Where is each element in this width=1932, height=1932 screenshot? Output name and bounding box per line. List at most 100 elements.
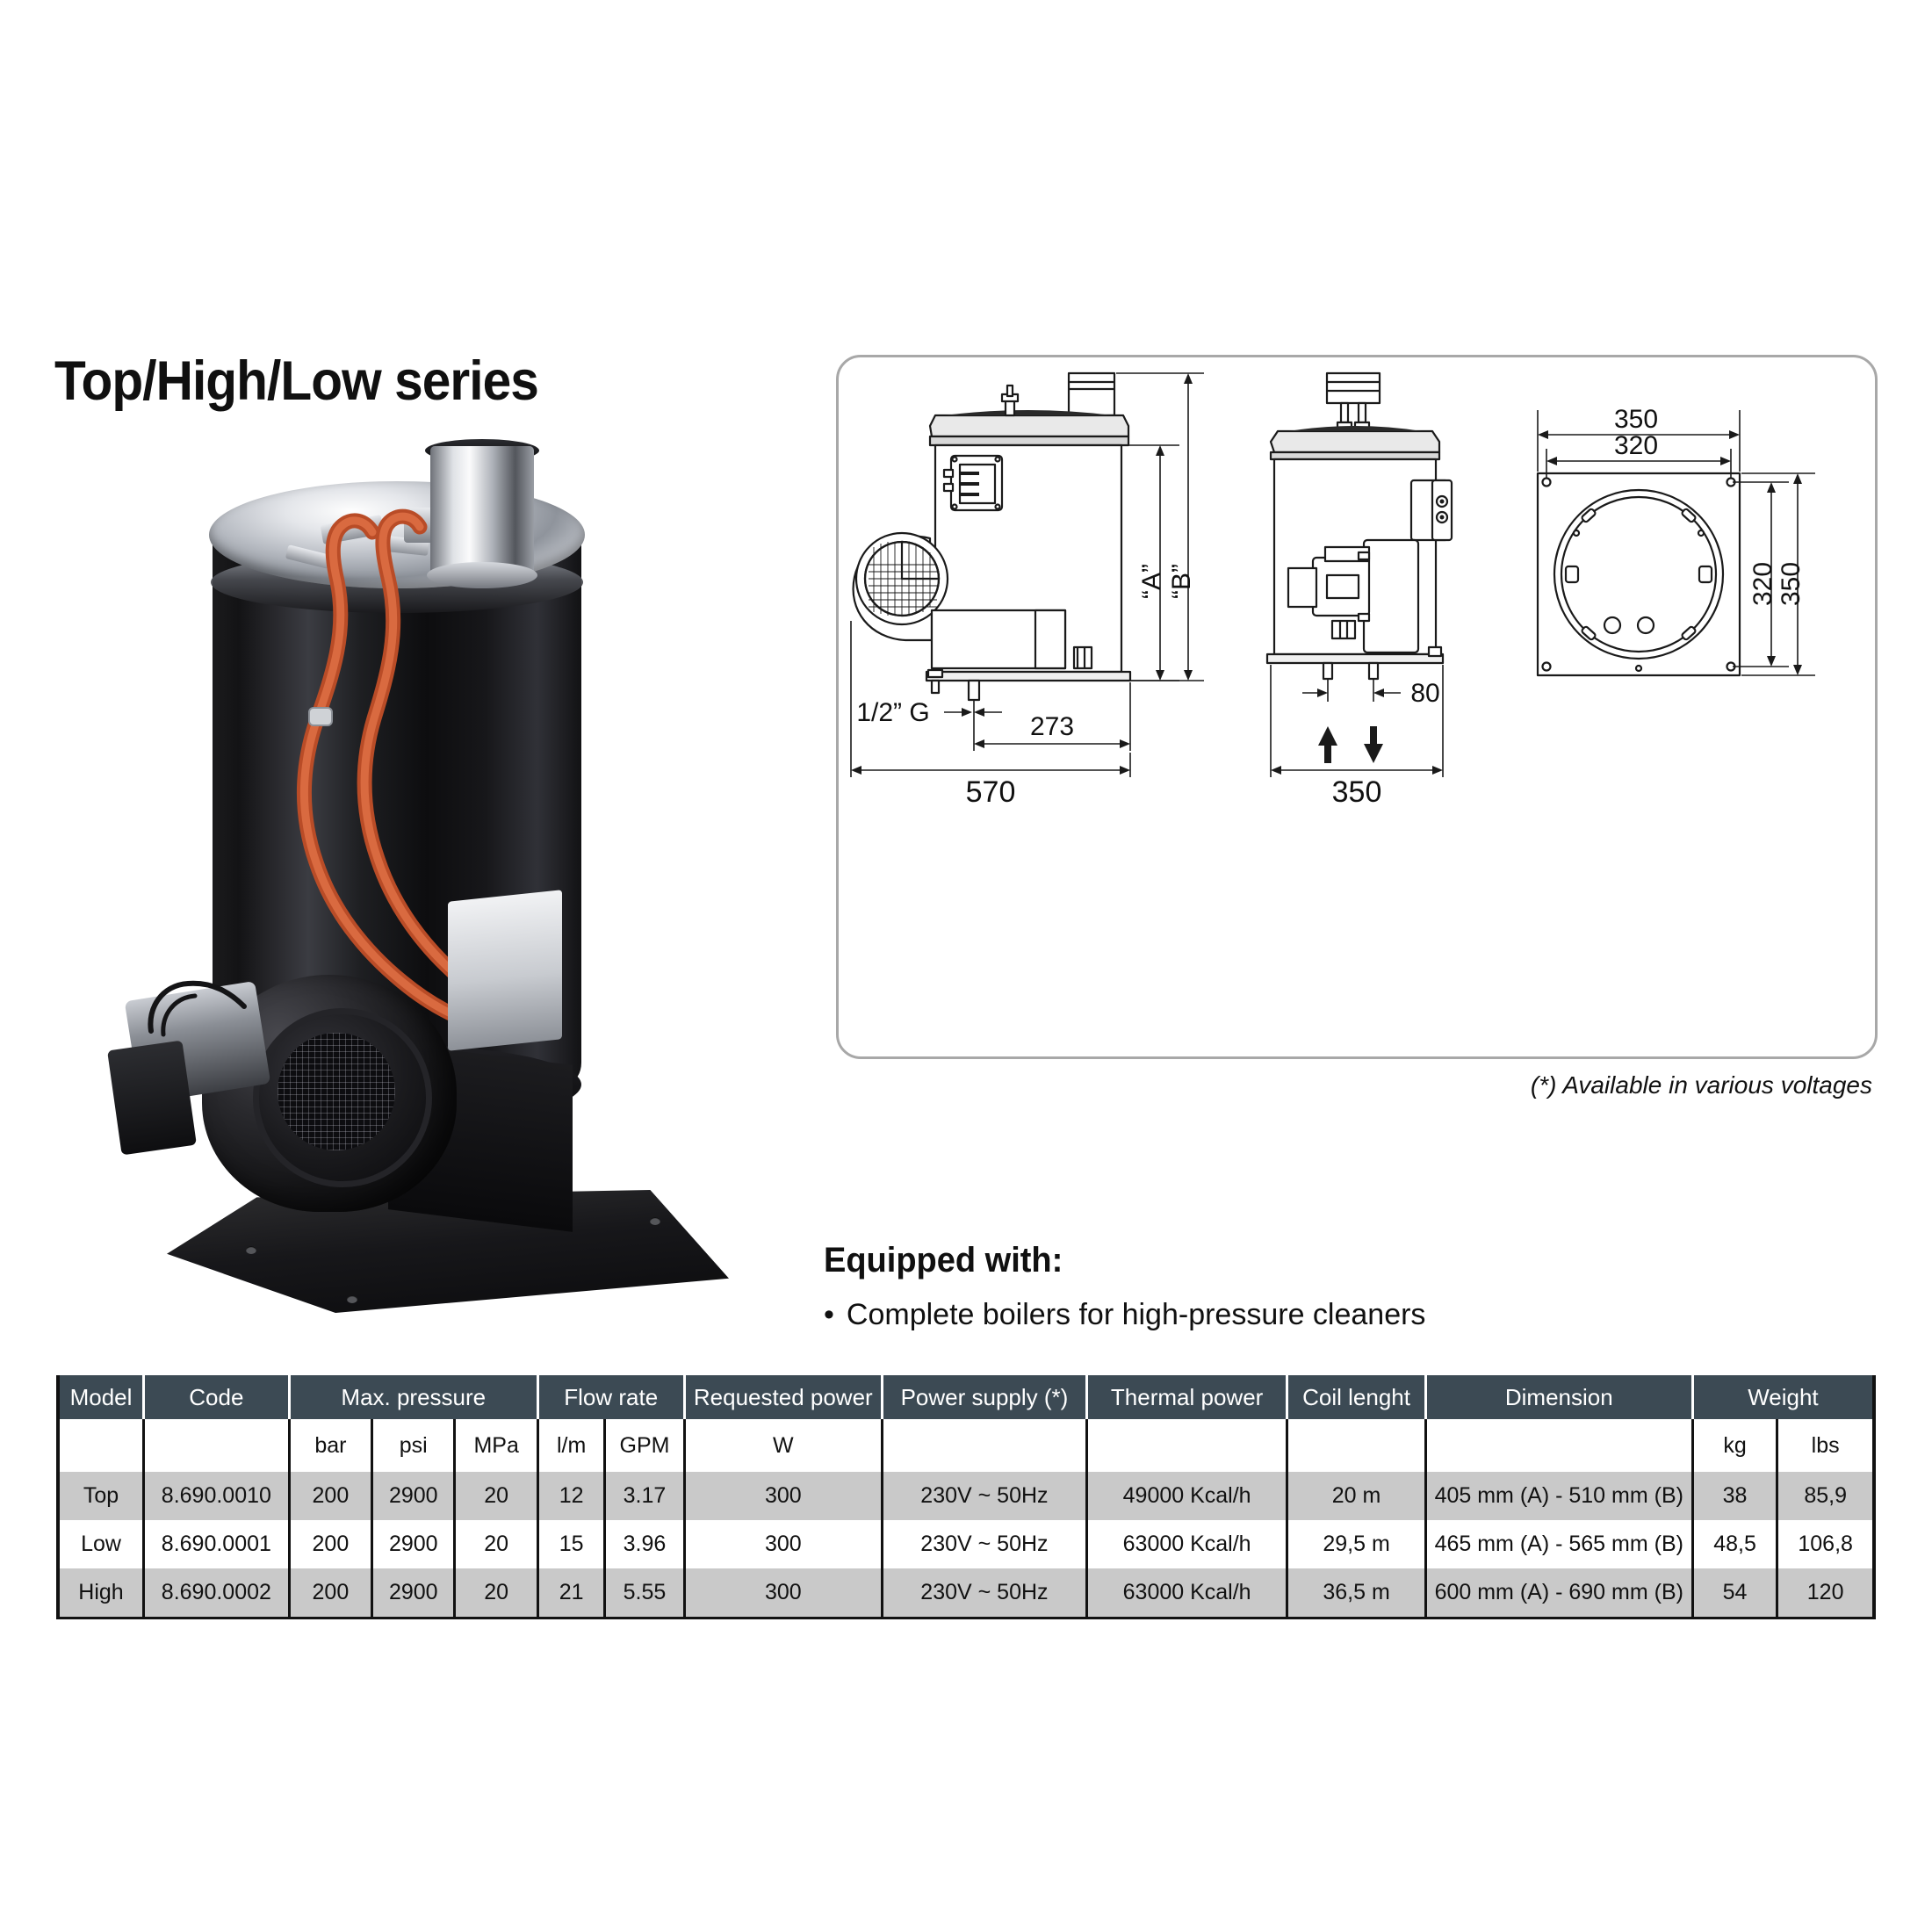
flue-base [427,562,537,588]
cell-kg: 54 [1690,1568,1779,1619]
cell-power-supply: 230V ~ 50Hz [881,1568,1088,1619]
cell-model: Low [56,1520,146,1568]
th-weight: Weight [1690,1375,1876,1419]
unit-power-supply [881,1419,1088,1472]
cell-dimension: 405 mm (A) - 510 mm (B) [1424,1472,1694,1520]
voltage-footnote: (*) Available in various voltages [1530,1071,1872,1099]
cell-psi: 2900 [371,1520,457,1568]
cell-mpa: 20 [453,1568,539,1619]
chrome-flue [430,446,534,578]
cell-lbs: 106,8 [1776,1520,1877,1568]
th-code: Code [142,1375,291,1419]
cell-thermal-power: 49000 Kcal/h [1085,1472,1289,1520]
th-flow-rate: Flow rate [536,1375,686,1419]
cell-lbs: 120 [1776,1568,1877,1619]
table-row: Top 8.690.0010 200 2900 20 12 3.17 300 2… [56,1472,1877,1520]
th-power-supply: Power supply (*) [881,1375,1088,1419]
dim-570: 570 [966,775,1016,809]
base-plate-dimensions [1537,410,1815,676]
cell-mpa: 20 [453,1472,539,1520]
cell-gpm: 3.17 [603,1472,686,1520]
blower-mesh-icon [278,1033,395,1150]
th-dimension: Dimension [1424,1375,1694,1419]
table-row: High 8.690.0002 200 2900 20 21 5.55 300 … [56,1568,1877,1619]
cell-code: 8.690.0002 [142,1568,291,1619]
cell-bar: 200 [287,1568,374,1619]
cell-psi: 2900 [371,1568,457,1619]
cell-mpa: 20 [453,1520,539,1568]
dim-thread: 1/2” G [856,698,929,727]
plate-hole [650,1216,661,1225]
cell-psi: 2900 [371,1472,457,1520]
table-row: Low 8.690.0001 200 2900 20 15 3.96 300 2… [56,1520,1877,1568]
specifications-table: Model Code Max. pressure Flow rate Reque… [56,1375,1877,1619]
dim-plate-bolt-height: 320 [1748,562,1777,606]
th-thermal-power: Thermal power [1085,1375,1289,1419]
bullet-icon: • [824,1298,834,1331]
cell-power-supply: 230V ~ 50Hz [881,1472,1088,1520]
burner-wiring [146,977,251,1038]
unit-gpm: GPM [603,1419,686,1472]
front-view-dimensions [1270,665,1444,777]
page-title: Top/High/Low series [54,350,539,412]
cell-code: 8.690.0010 [142,1472,291,1520]
front-view-drawing [1265,371,1453,681]
unit-thermal-power [1085,1419,1289,1472]
hose-clamp [308,707,333,726]
cell-bar: 200 [287,1472,374,1520]
side-view-dimensions [850,372,1204,777]
dim-front-width: 350 [1332,775,1382,809]
cell-dimension: 465 mm (A) - 565 mm (B) [1424,1520,1694,1568]
side-control-box [448,890,562,1051]
cell-coil: 29,5 m [1286,1520,1427,1568]
cell-bar: 200 [287,1520,374,1568]
technical-drawings-panel: “A” “B” 1/2” G 273 570 80 350 350 320 32… [836,355,1878,1059]
dim-plate-outer-width: 350 [1614,405,1658,434]
technical-drawings: “A” “B” 1/2” G 273 570 80 350 350 320 32… [850,371,1815,809]
cell-thermal-power: 63000 Kcal/h [1085,1520,1289,1568]
cell-thermal-power: 63000 Kcal/h [1085,1568,1289,1619]
unit-dimension [1424,1419,1694,1472]
cell-watt: 300 [682,1520,884,1568]
plate-hole [346,1295,357,1304]
product-photo [107,439,834,1370]
unit-kg: kg [1690,1419,1779,1472]
cell-power-supply: 230V ~ 50Hz [881,1520,1088,1568]
cell-dimension: 600 mm (A) - 690 mm (B) [1424,1568,1694,1619]
side-view-drawing [852,371,1132,702]
dim-273: 273 [1030,712,1074,741]
dim-height-b: “B” [1167,564,1196,599]
cell-lm: 21 [536,1568,607,1619]
equipped-item: Complete boilers for high-pressure clean… [846,1298,1426,1331]
cell-kg: 38 [1690,1472,1779,1520]
cell-watt: 300 [682,1472,884,1520]
unit-psi: psi [371,1419,457,1472]
burner-control-box [107,1040,197,1156]
cell-code: 8.690.0001 [142,1520,291,1568]
dim-height-a: “A” [1137,564,1166,599]
unit-model [56,1419,146,1472]
unit-code [142,1419,291,1472]
unit-lm: l/m [536,1419,607,1472]
dim-plate-bolt-width: 320 [1614,431,1658,460]
cell-coil: 20 m [1286,1472,1427,1520]
cell-model: Top [56,1472,146,1520]
cell-kg: 48,5 [1690,1520,1779,1568]
th-coil-lenght: Coil lenght [1286,1375,1427,1419]
cell-gpm: 3.96 [603,1520,686,1568]
cell-lm: 15 [536,1520,607,1568]
equipped-with-heading: Equipped with: [824,1241,1063,1280]
dim-80: 80 [1410,679,1439,708]
table-header-row: Model Code Max. pressure Flow rate Reque… [56,1375,1876,1419]
unit-bar: bar [287,1419,374,1472]
dim-plate-outer-height: 350 [1777,562,1806,606]
equipped-with-list: • Complete boilers for high-pressure clea… [824,1298,1425,1332]
cell-lm: 12 [536,1472,607,1520]
cell-model: High [56,1568,146,1619]
cell-watt: 300 [682,1568,884,1619]
cell-coil: 36,5 m [1286,1568,1427,1619]
th-requested-power: Requested power [682,1375,884,1419]
th-max-pressure: Max. pressure [287,1375,539,1419]
cell-lbs: 85,9 [1776,1472,1877,1520]
